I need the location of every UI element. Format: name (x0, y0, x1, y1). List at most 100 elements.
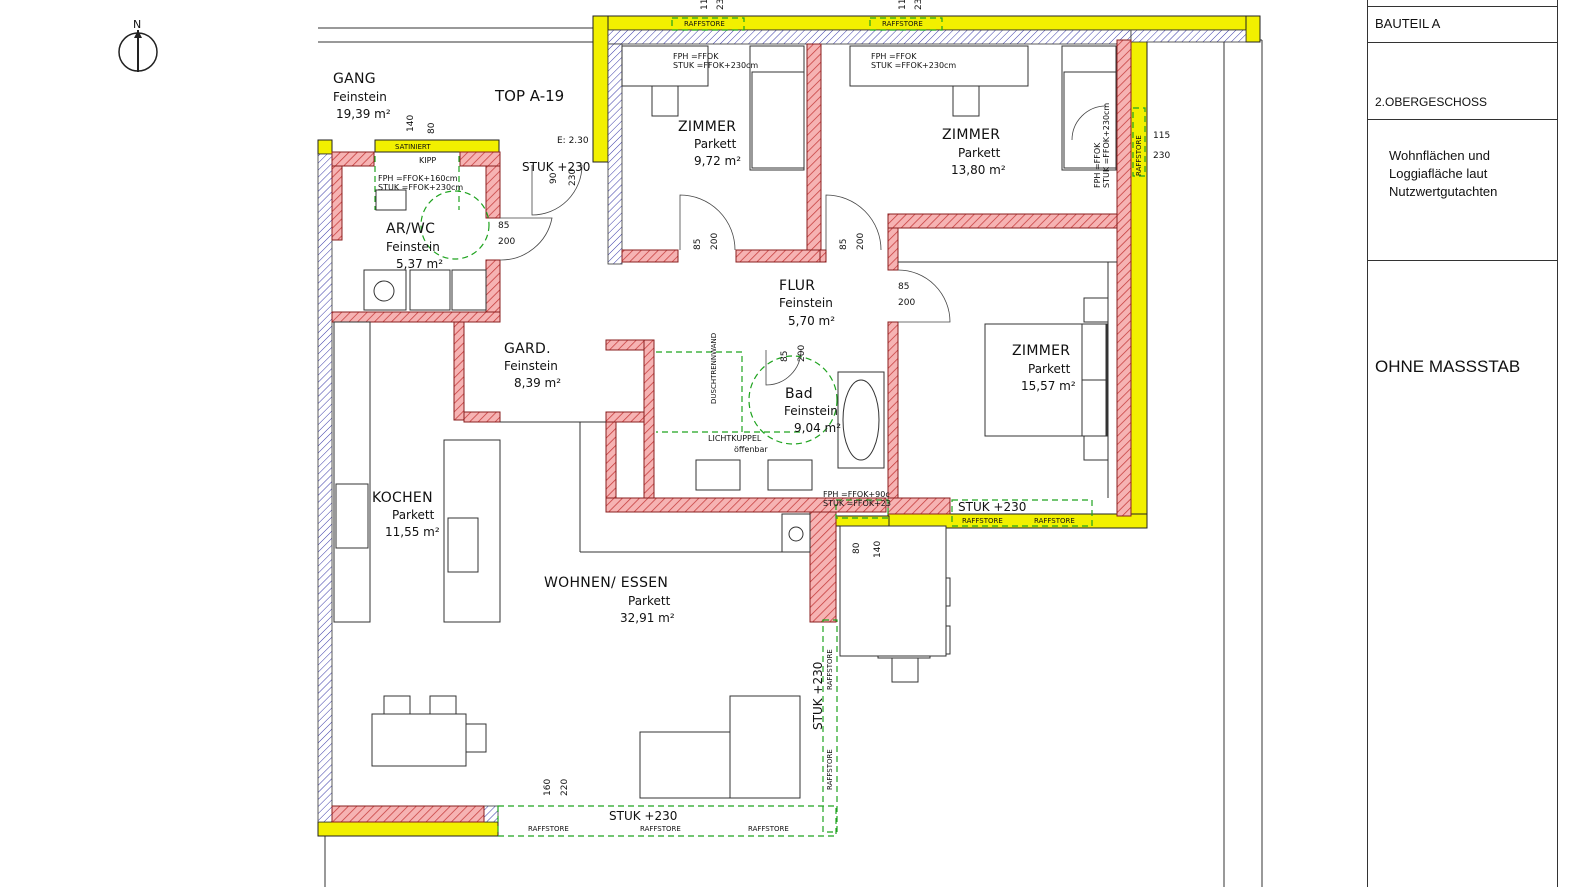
room-name: KOCHEN (372, 490, 433, 506)
fph-bad-2: STUK =FFOK+23 (823, 499, 891, 508)
dim-200-wc: 200 (498, 237, 515, 247)
room-name: Bad (785, 386, 813, 402)
dim-230: 230 (1153, 151, 1170, 161)
room-zimmer-2: ZIMMER Parkett 13,80 m² (942, 127, 1006, 177)
raffstore-z3-b: RAFFSTORE (1034, 517, 1075, 525)
room-name: ZIMMER (942, 127, 1000, 143)
dim-160: 160 (543, 779, 553, 796)
room-name: GARD. (504, 341, 551, 357)
stuk-label-loggia: STUK +230 (811, 662, 825, 730)
room-name: ZIMMER (678, 119, 736, 135)
dim-85-z1: 85 (693, 239, 703, 250)
dim-80: 80 (427, 122, 437, 134)
furniture (333, 45, 1117, 799)
fph-z2-1: FPH =FFOK (871, 52, 917, 61)
dim-200-bad: 200 (797, 345, 807, 362)
raffstore-w3: RAFFSTORE (748, 825, 789, 833)
room-zimmer-3: ZIMMER Parkett 15,57 m² (1012, 343, 1076, 393)
room-bad: Bad Feinstein 9,04 m² (784, 386, 841, 435)
room-area: 13,80 m² (951, 163, 1006, 177)
note-line-3: Nutzwertgutachten (1389, 184, 1498, 199)
dim-85-z3: 85 (898, 282, 909, 292)
kipp-label: KIPP (419, 156, 436, 165)
oeffenbar-label: öffenbar (734, 445, 768, 454)
raffstore-z2: RAFFSTORE (882, 20, 923, 28)
room-floor: Parkett (628, 594, 671, 608)
satiniert-label: SATINIERT (395, 143, 431, 151)
dim-85-z2: 85 (839, 239, 849, 250)
dim-23-a: 23 (716, 0, 726, 10)
room-ar-wc: AR/WC Feinstein 5,37 m² (386, 221, 443, 271)
room-name: GANG (333, 71, 376, 87)
room-name: WOHNEN/ ESSEN (544, 575, 668, 591)
room-area: 11,55 m² (385, 525, 440, 539)
dim-140-loggia: 140 (873, 541, 883, 558)
room-floor: Feinstein (779, 296, 833, 310)
window-openings (374, 17, 1146, 837)
dim-85-wc: 85 (498, 221, 509, 231)
room-floor: Parkett (694, 137, 737, 151)
note-line-2: Loggiafläche laut (1389, 166, 1488, 181)
room-floor: Parkett (1028, 362, 1071, 376)
bauteil-label: BAUTEIL A (1375, 16, 1441, 31)
room-floor: Parkett (958, 146, 1001, 160)
doors (499, 105, 1107, 386)
dim-200-z1: 200 (710, 233, 720, 250)
dim-220: 220 (560, 779, 570, 796)
room-area: 32,91 m² (620, 611, 675, 625)
title-block-bauteil: BAUTEIL A (1368, 6, 1557, 43)
dim-200-z3: 200 (898, 298, 915, 308)
note-line-1: Wohnflächen und (1389, 148, 1490, 163)
stuk-label-wc: STUK +230 (522, 160, 590, 174)
raffstore-w1: RAFFSTORE (528, 825, 569, 833)
north-arrow-icon: N (118, 18, 158, 72)
room-area: 9,72 m² (694, 154, 741, 168)
room-name: AR/WC (386, 221, 435, 237)
room-zimmer-1: ZIMMER Parkett 9,72 m² (678, 119, 741, 168)
room-wohnen-essen: WOHNEN/ ESSEN Parkett 32,91 m² (544, 575, 675, 625)
room-flur: FLUR Feinstein 5,70 m² (779, 278, 835, 328)
room-gang: GANG Feinstein 19,39 m² (333, 71, 391, 121)
room-area: 9,04 m² (794, 421, 841, 435)
annotations: 140 80 11 23 11 23 115 230 85 200 85 200… (378, 0, 1170, 833)
raffstore-w2: RAFFSTORE (640, 825, 681, 833)
title-block-geschoss: 2.OBERGESCHOSS (1368, 43, 1557, 120)
facade-strips (317, 29, 1247, 823)
room-floor: Parkett (392, 508, 435, 522)
dim-85-bad: 85 (780, 351, 790, 362)
dim-e230: E: 2.30 (557, 136, 589, 146)
room-floor: Feinstein (386, 240, 440, 254)
fph-bad-1: FPH =FFOK+90c (823, 490, 890, 499)
room-area: 5,37 m² (396, 257, 443, 271)
room-area: 15,57 m² (1021, 379, 1076, 393)
stuk-label-zimmer: STUK +230 (958, 500, 1026, 514)
fph-z2-2: STUK =FFOK+230cm (871, 61, 956, 70)
fph-z2-side-1: FPH =FFOK (1093, 142, 1102, 188)
lichtkuppel-label: LICHTKUPPEL (708, 434, 762, 443)
room-floor: Feinstein (333, 90, 387, 104)
room-floor: Feinstein (784, 404, 838, 418)
fph-z1-2: STUK =FFOK+230cm (673, 61, 758, 70)
dim-90: 90 (549, 172, 559, 184)
room-floor: Feinstein (504, 359, 558, 373)
dim-200-z2: 200 (856, 233, 866, 250)
room-gard: GARD. Feinstein 8,39 m² (504, 341, 561, 390)
room-name: FLUR (779, 278, 815, 294)
geschoss-label: 2.OBERGESCHOSS (1375, 95, 1488, 109)
interior-walls (331, 39, 1132, 823)
raffstore-l1: RAFFSTORE (826, 649, 834, 690)
title-block: BAUTEIL A 2.OBERGESCHOSS Wohnflächen und… (1367, 0, 1558, 887)
stuk-label-wohnen: STUK +230 (609, 809, 677, 823)
room-area: 5,70 m² (788, 314, 835, 328)
duschtrennwand-label: DUSCHTRENNWAND (710, 333, 718, 404)
fph-z2-side-2: STUK =FFOK+230cm (1102, 103, 1111, 188)
raffstore-z1: RAFFSTORE (684, 20, 725, 28)
unit-name: TOP A-19 (494, 87, 564, 105)
fph-z1-1: FPH =FFOK (673, 52, 719, 61)
room-area: 19,39 m² (336, 107, 391, 121)
fph-wc-1: FPH =FFOK+160cm (378, 174, 458, 183)
title-block-note: Wohnflächen und Loggiafläche laut Nutzwe… (1368, 120, 1557, 261)
raffstore-z3-a: RAFFSTORE (962, 517, 1003, 525)
room-area: 8,39 m² (514, 376, 561, 390)
dim-23-b: 23 (914, 0, 924, 10)
